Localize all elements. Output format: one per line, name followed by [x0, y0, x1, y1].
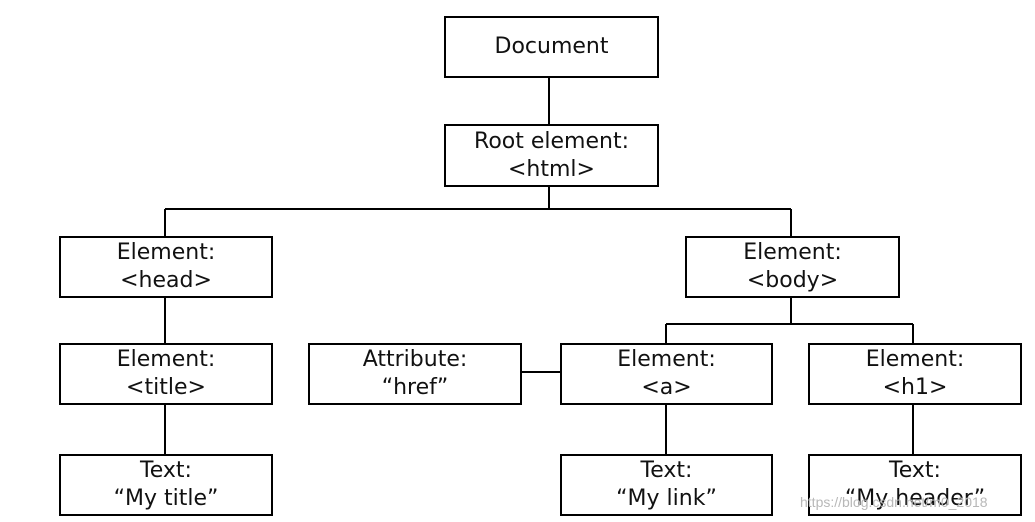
node-head-element-label: Element:: [116, 240, 216, 265]
node-href-attribute-value: “href”: [381, 375, 449, 400]
node-text-my-title-value: “My title”: [113, 486, 219, 511]
node-body-element-label: Element:: [743, 240, 842, 265]
node-document-label: Document: [494, 34, 609, 59]
node-body-element: Element: <body>: [685, 236, 900, 298]
node-title-element-label: Element:: [116, 347, 216, 372]
node-body-element-tag: <body>: [746, 268, 839, 293]
watermark-text: https://blog.csdn.net/m0_2018: [800, 494, 988, 510]
node-text-my-header-value: “My header”: [844, 486, 986, 511]
node-h1-element: Element: <h1>: [808, 343, 1022, 405]
node-root-element: Root element: <html>: [444, 124, 659, 187]
node-root-element-label: Root element:: [474, 128, 629, 154]
node-head-element: Element: <head>: [59, 236, 273, 298]
node-title-element: Element: <title>: [59, 343, 273, 405]
node-text-my-link-value: “My link”: [616, 486, 717, 511]
node-a-element-label: Element:: [617, 347, 716, 372]
node-text-my-title: Text: “My title”: [59, 454, 273, 516]
node-text-my-header-label: Text:: [889, 458, 941, 483]
node-a-element: Element: <a>: [560, 343, 773, 405]
node-href-attribute: Attribute: “href”: [308, 343, 522, 405]
node-head-element-tag: <head>: [120, 268, 212, 293]
node-title-element-tag: <title>: [126, 375, 206, 400]
node-document: Document: [444, 16, 659, 78]
node-root-element-tag: <html>: [508, 156, 595, 182]
node-href-attribute-label: Attribute:: [362, 347, 468, 372]
node-text-my-header: Text: “My header”: [808, 454, 1022, 516]
node-a-element-tag: <a>: [641, 375, 692, 400]
node-text-my-link: Text: “My link”: [560, 454, 773, 516]
node-text-my-title-label: Text:: [140, 458, 192, 483]
node-text-my-link-label: Text:: [640, 458, 693, 483]
node-h1-element-tag: <h1>: [882, 375, 948, 400]
node-h1-element-label: Element:: [865, 347, 965, 372]
